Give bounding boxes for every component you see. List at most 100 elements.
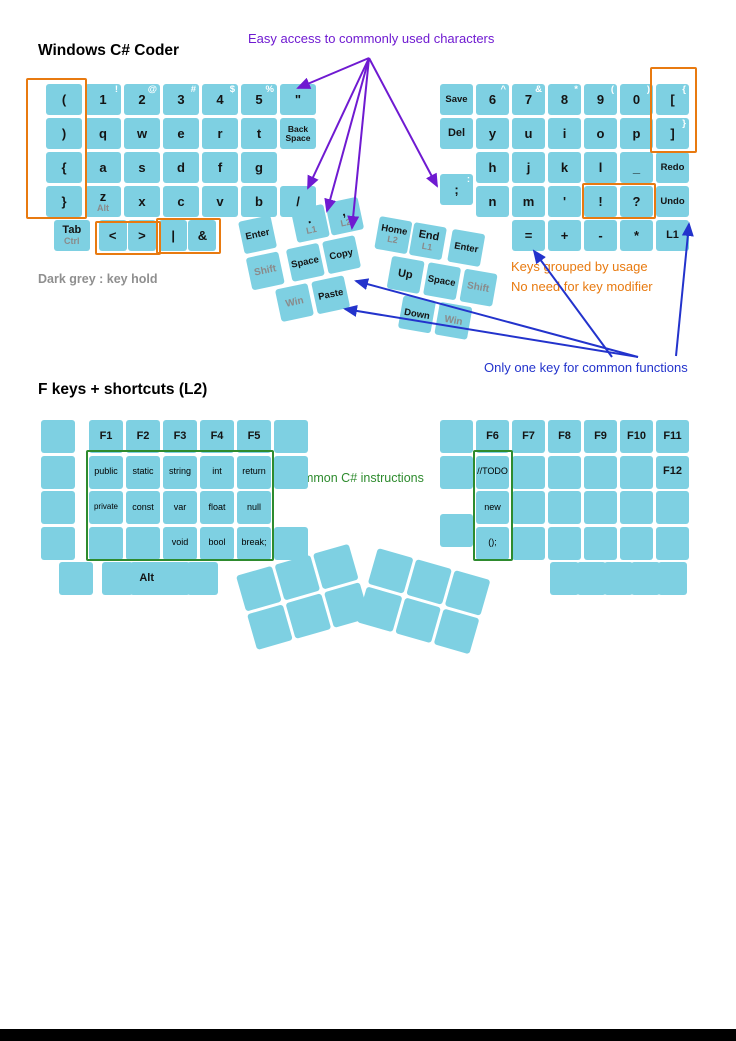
key-0: )0	[620, 84, 653, 115]
key-new: new	[476, 491, 509, 524]
layer1-title: Windows C# Coder	[38, 42, 180, 59]
key-label: t	[256, 125, 262, 141]
key-8: *8	[548, 84, 581, 115]
key-label: null	[246, 501, 261, 512]
key-blank	[274, 455, 308, 489]
key-label: y	[488, 125, 497, 141]
key-i: i	[548, 118, 581, 149]
key-label: g	[255, 159, 263, 175]
key-k: k	[548, 152, 581, 183]
key-label: x	[138, 193, 146, 209]
key-label: k	[560, 159, 569, 175]
key-label: F1	[99, 429, 113, 442]
key-label: n	[488, 193, 497, 209]
key-!: !	[584, 186, 617, 217]
shift-label: (	[610, 84, 614, 95]
key-label: a	[99, 159, 107, 175]
key-}: }	[46, 186, 82, 217]
key-blank	[89, 526, 123, 560]
key-b: b	[241, 186, 277, 217]
key-F12: F12	[656, 455, 689, 489]
key-blank	[512, 491, 545, 524]
key-a: a	[85, 152, 121, 183]
key-label: F2	[136, 429, 150, 442]
shift-label: :	[466, 174, 470, 186]
key-F6: F6	[476, 420, 509, 453]
key-label: r	[217, 125, 223, 141]
key-blank	[630, 562, 661, 595]
key-label: c	[177, 193, 185, 209]
shift-label: %	[265, 84, 274, 95]
key-label: d	[177, 159, 185, 175]
key-g: g	[241, 152, 277, 183]
key-u: u	[512, 118, 545, 149]
key-): )	[46, 118, 82, 149]
key-;: :;	[440, 174, 473, 206]
key-label: L1	[666, 228, 679, 241]
shift-label: &	[535, 84, 542, 95]
key-5: %5	[241, 84, 277, 115]
key-string: string	[163, 455, 197, 489]
key-label: 1	[99, 91, 107, 107]
shift-label: )	[646, 84, 650, 95]
key-blank	[126, 526, 160, 560]
key-label: var	[173, 501, 187, 512]
key-=: =	[512, 220, 545, 251]
key-label: h	[488, 159, 497, 175]
key-label: F11	[663, 429, 682, 442]
key-label: m	[522, 193, 535, 209]
key-<: <	[98, 220, 127, 251]
key-v: v	[202, 186, 238, 217]
key-w: w	[124, 118, 160, 149]
key-label: Del	[447, 126, 466, 139]
key-blank	[274, 526, 308, 560]
key-label: 3	[177, 91, 185, 107]
key-|: |	[159, 220, 188, 251]
key-blank	[656, 526, 689, 560]
key-+: +	[548, 220, 581, 251]
key-blank	[656, 491, 689, 524]
key-label: }	[61, 193, 67, 209]
key-blank	[440, 455, 473, 489]
key-label: (	[61, 91, 67, 107]
key-label: <	[108, 227, 117, 243]
key-y: y	[476, 118, 509, 149]
key-label: +	[560, 227, 569, 243]
key-label: F10	[627, 429, 646, 442]
key-label: _	[632, 159, 641, 175]
key-private: private	[89, 491, 123, 524]
key-f: f	[202, 152, 238, 183]
csharp-instructions-note: Common C# instructions	[287, 471, 424, 485]
key-label: Alt	[139, 571, 155, 584]
key-blank	[549, 562, 580, 595]
key-r: r	[202, 118, 238, 149]
key-t: t	[241, 118, 277, 149]
key-o: o	[584, 118, 617, 149]
key-label: ?	[632, 193, 641, 209]
key-label: 0	[632, 91, 641, 107]
key-label: Redo	[660, 161, 685, 173]
key-Undo: Undo	[656, 186, 689, 217]
key-label: F5	[247, 429, 261, 442]
highlight-angle-keys	[95, 221, 161, 255]
key-label: -	[598, 227, 603, 243]
key-label: {	[61, 159, 67, 175]
key-label: 6	[488, 91, 497, 107]
key-label: q	[99, 125, 107, 141]
key-label: return	[242, 466, 266, 477]
key-label: '	[562, 193, 567, 209]
key-static: static	[126, 455, 160, 489]
key-blank	[620, 491, 653, 524]
key-F10: F10	[620, 420, 653, 453]
key-Save: Save	[440, 84, 473, 115]
key-blank	[101, 562, 133, 595]
key-F11: F11	[656, 420, 689, 453]
key-F3: F3	[163, 420, 197, 453]
key-7: &7	[512, 84, 545, 115]
key-label: s	[138, 159, 146, 175]
only-one-key-note: Only one key for common functions	[484, 360, 688, 375]
key-x: x	[124, 186, 160, 217]
key-F8: F8	[548, 420, 581, 453]
key-label: |	[171, 227, 175, 243]
